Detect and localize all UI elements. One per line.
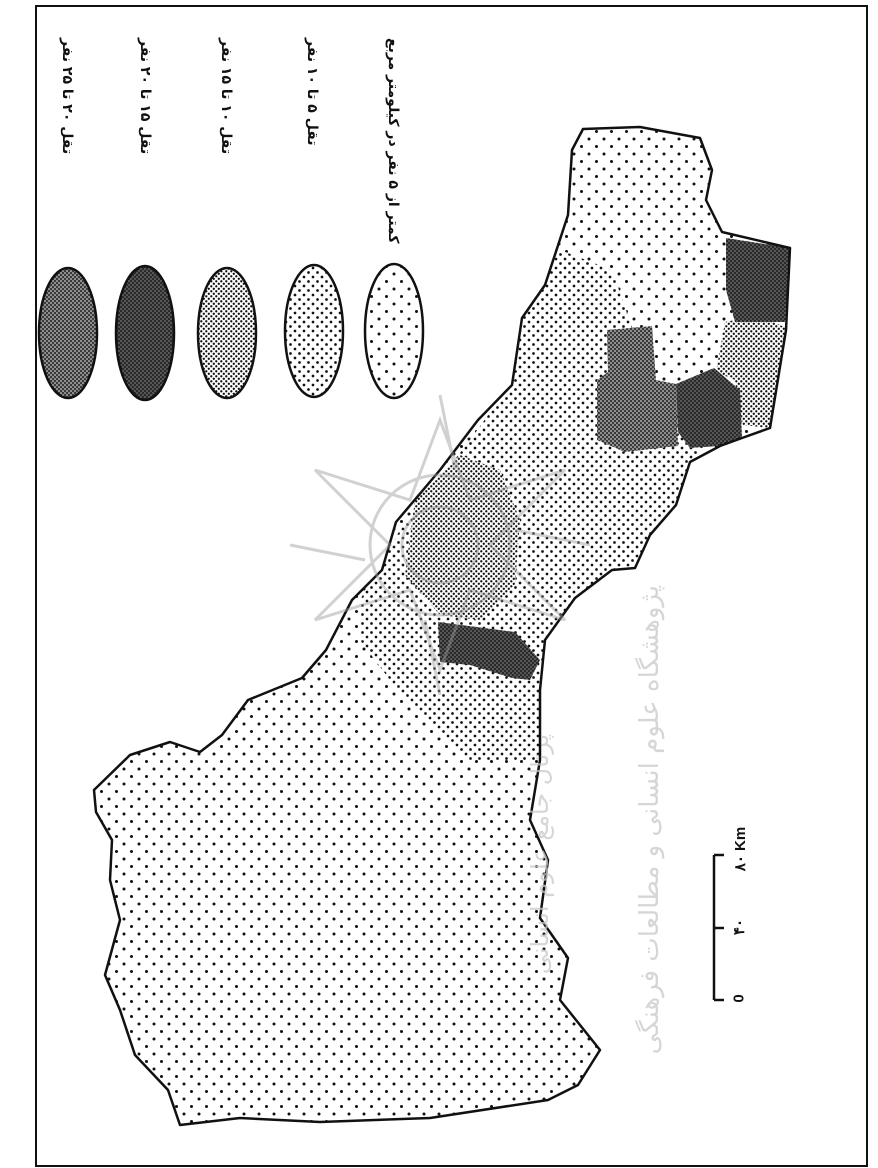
legend-label-5-10: تقل ۵ تا ۱۰ نفر xyxy=(304,38,320,146)
legend-swatch-under-5 xyxy=(363,262,425,400)
legend-swatch-10-15 xyxy=(196,266,258,400)
legend-label-20-25: تقل ۲۰ تا ۲۵ نفر xyxy=(59,38,75,155)
scale-label-zero: 0 xyxy=(730,994,748,1003)
legend-swatch-15-20 xyxy=(114,264,176,402)
region-density-15-20-south xyxy=(438,622,540,680)
region-density-10-15-center xyxy=(405,455,520,620)
legend-label-under-5: کمتر از ۵ نفر در کیلومتر مربع xyxy=(385,38,401,244)
region-density-15-20-north xyxy=(726,238,790,322)
scale-label-end: ۸۰ Km xyxy=(732,826,749,872)
legend-label-10-15: تقل ۱۰ تا ۱۵ نفر xyxy=(218,38,234,155)
watermark-line-2: پرتال جامع علوم انسانی xyxy=(526,733,554,975)
watermark-emblem xyxy=(289,394,591,696)
region-density-10-15-east xyxy=(716,315,790,428)
legend-swatch-20-25 xyxy=(37,266,99,400)
province-border xyxy=(92,125,792,1127)
region-density-15-20-mid xyxy=(676,368,742,448)
watermark-line-1: پژوهشگاه علوم انسانی و مطالعات فرهنگی xyxy=(635,585,665,1055)
legend-swatches xyxy=(37,262,425,402)
legend-swatch-5-10 xyxy=(283,263,345,399)
scale-label-mid: ۴۰ xyxy=(731,918,748,936)
legend-label-15-20: تقل ۱۵ تا ۲۰ نفر xyxy=(137,38,153,155)
map-frame xyxy=(35,5,868,1167)
scale-bar xyxy=(712,853,724,1002)
region-density-20-25 xyxy=(597,326,678,452)
